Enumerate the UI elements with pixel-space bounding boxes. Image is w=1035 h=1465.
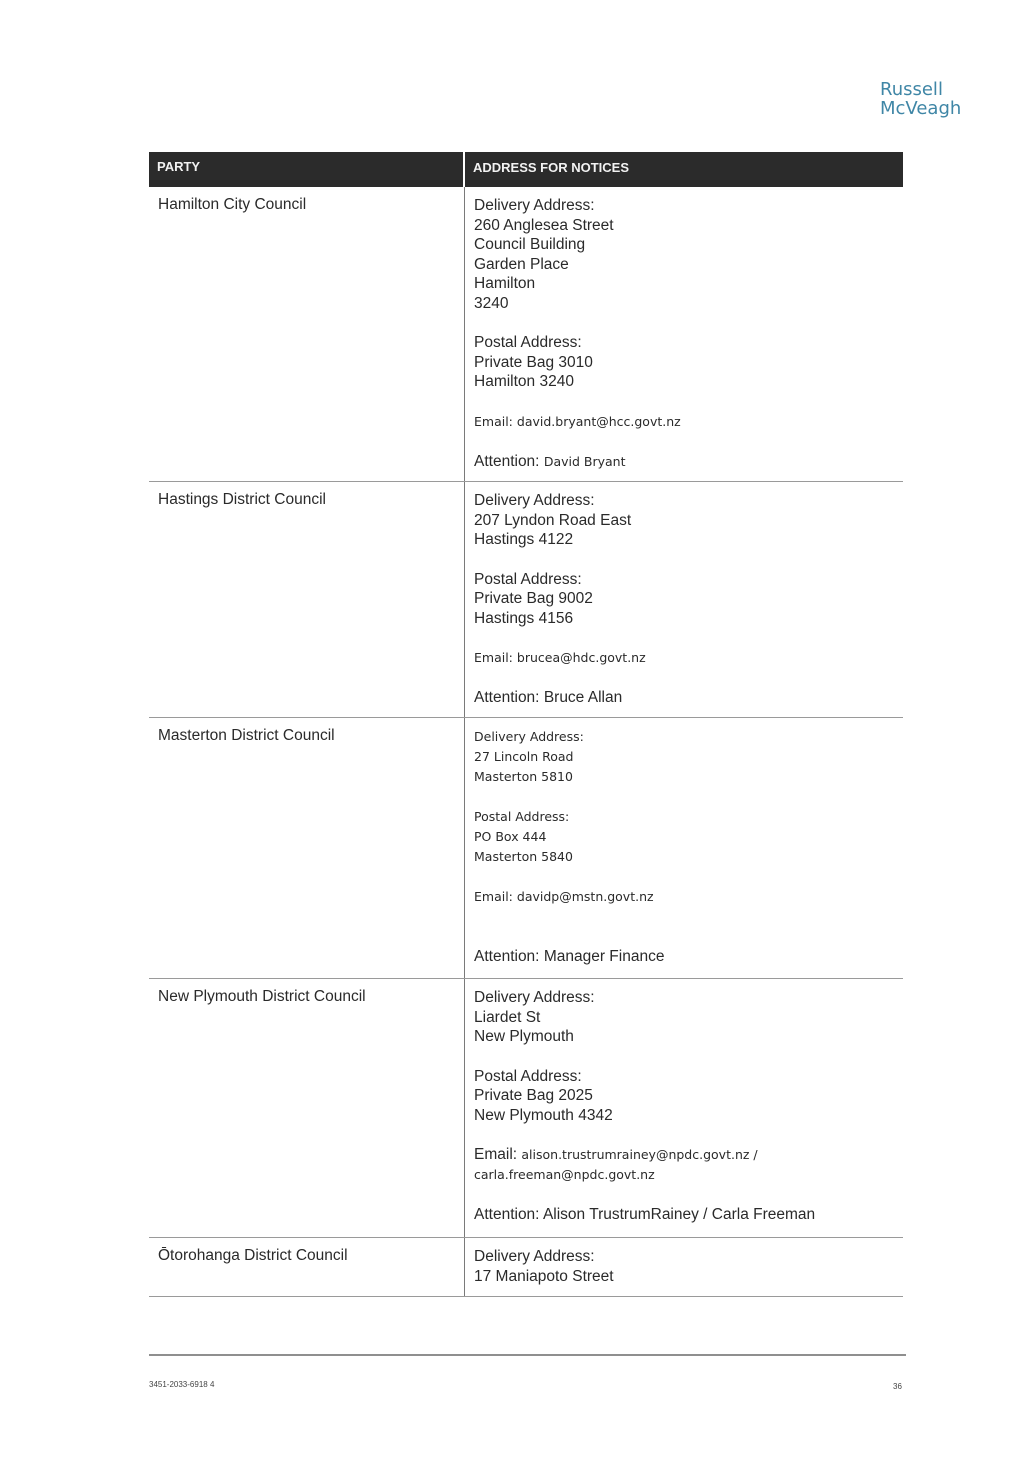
address-cell: Delivery Address: 27 Lincoln Road Master… (465, 718, 903, 978)
table-row: Hastings District Council Delivery Addre… (149, 482, 903, 718)
address-cell: Delivery Address: 207 Lyndon Road East H… (465, 482, 903, 717)
document-reference: 3451-2033-6918 4 (149, 1380, 215, 1389)
notices-table: PARTY ADDRESS FOR NOTICES Hamilton City … (149, 152, 903, 1297)
attention: Attention: David Bryant (474, 452, 626, 470)
footer-divider (149, 1354, 906, 1356)
address-cell: Delivery Address: Liardet St New Plymout… (465, 979, 903, 1237)
email: Email: david.bryant@hcc.govt.nz (474, 413, 681, 429)
table-row: Masterton District Council Delivery Addr… (149, 718, 903, 979)
party-name: New Plymouth District Council (149, 979, 465, 1237)
table-header: PARTY ADDRESS FOR NOTICES (149, 152, 903, 187)
email: Email: davidp@mstn.govt.nz (474, 889, 654, 904)
address-cell: Delivery Address: 260 Anglesea Street Co… (465, 187, 903, 481)
table-row: Ōtorohanga District Council Delivery Add… (149, 1238, 903, 1297)
party-name: Ōtorohanga District Council (149, 1238, 465, 1296)
table-row: Hamilton City Council Delivery Address: … (149, 187, 903, 482)
address-cell: Delivery Address: 17 Maniapoto Street (474, 1248, 614, 1285)
attention: Attention: Bruce Allan (474, 689, 623, 706)
email: Email: alison.trustrumrainey@npdc.govt.n… (474, 1146, 758, 1163)
russell-mcveagh-logo: Russell McVeagh (880, 79, 962, 119)
party-name: Hamilton City Council (149, 187, 465, 481)
header-party: PARTY (149, 152, 465, 187)
attention: Attention: Manager Finance (474, 948, 665, 965)
attention: Attention: Alison TrustrumRainey / Carla… (474, 1206, 816, 1223)
email: Email: brucea@hdc.govt.nz (474, 650, 646, 665)
header-address: ADDRESS FOR NOTICES (473, 160, 630, 175)
party-name: Hastings District Council (149, 482, 465, 717)
table-row: New Plymouth District Council Delivery A… (149, 979, 903, 1238)
page-number: 36 (893, 1382, 902, 1391)
party-name: Masterton District Council (149, 718, 465, 978)
